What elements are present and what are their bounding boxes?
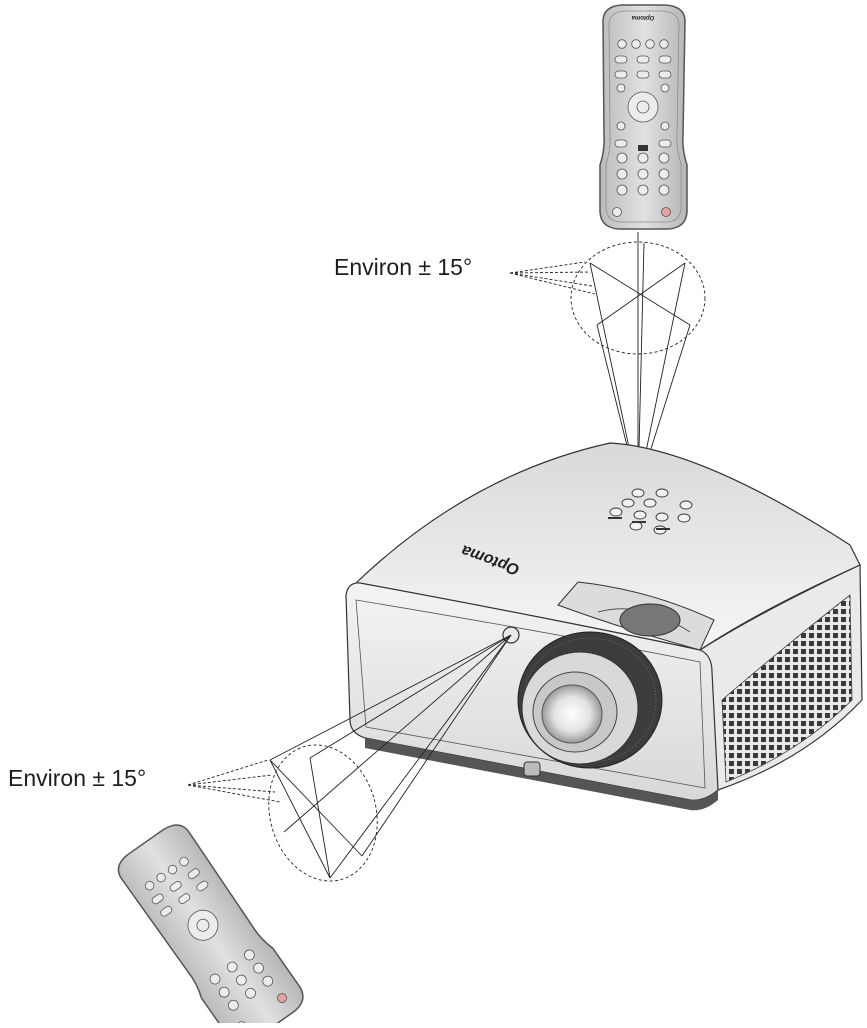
bottom-ir-cone bbox=[187, 634, 512, 882]
projector-icon: Optoma bbox=[345, 442, 863, 811]
top-ir-cone bbox=[509, 232, 706, 491]
remote-control-icon: Optoma bbox=[599, 4, 688, 230]
svg-text:Optoma: Optoma bbox=[631, 14, 654, 20]
remote-control-icon bbox=[117, 824, 304, 1028]
lens-icon bbox=[517, 631, 663, 769]
bottom-angle-label: Environ ± 15° bbox=[8, 765, 147, 791]
top-angle-label: Environ ± 15° bbox=[334, 254, 473, 280]
